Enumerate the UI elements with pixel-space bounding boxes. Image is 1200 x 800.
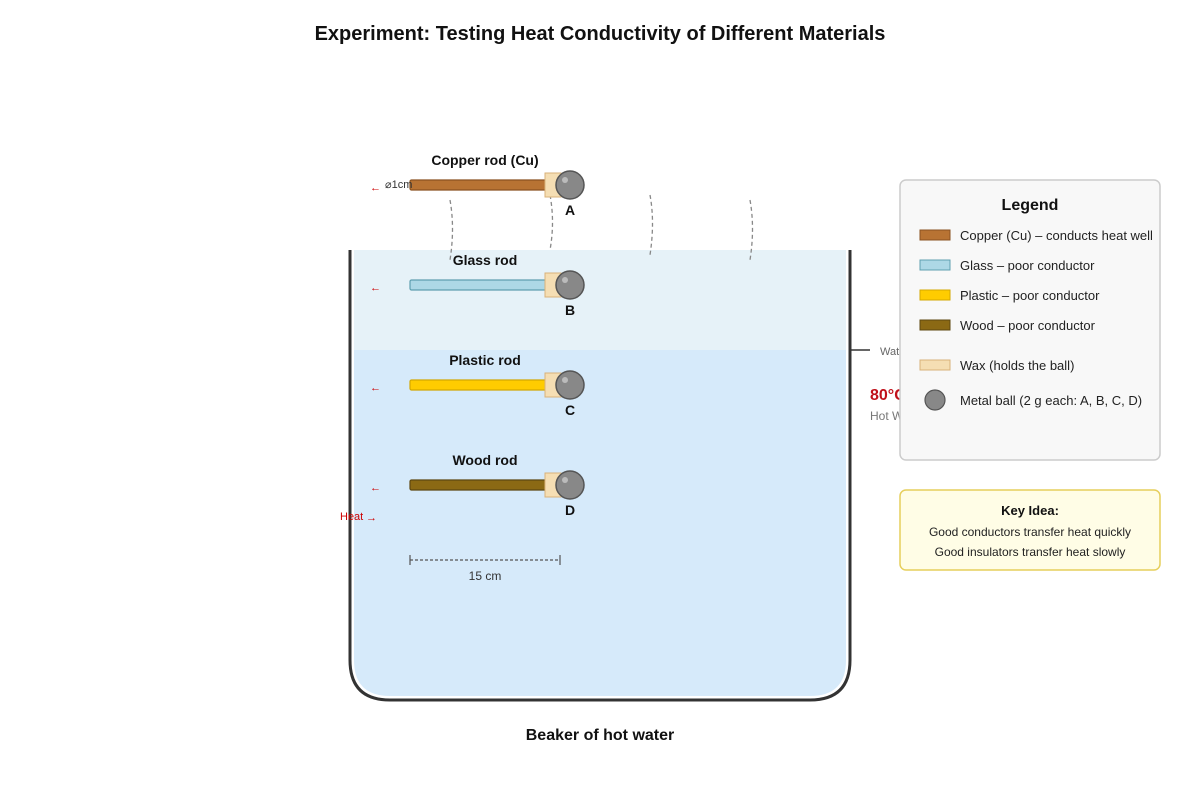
water-body [354, 350, 846, 696]
metal-ball [555, 470, 585, 500]
temperature-sub: Hot W [870, 409, 904, 423]
length-scale-label: 15 cm [469, 569, 502, 583]
heat-label: Heat [340, 511, 363, 523]
key-idea-box [899, 489, 1161, 571]
steam-line [749, 199, 754, 261]
steam-line [549, 194, 554, 251]
rod-label: Plastic rod [449, 352, 521, 368]
rod-label: Wood rod [452, 452, 517, 468]
rod-glass [409, 279, 551, 291]
water-upper [354, 250, 846, 350]
ball-highlight [562, 277, 568, 283]
beaker-outline [348, 250, 852, 702]
legend-box [899, 179, 1161, 461]
ball-highlight [562, 177, 568, 183]
water-level-label: Wat [880, 346, 899, 358]
legend-swatch-copper [919, 229, 951, 241]
key-idea-line1: Good conductors transfer heat quickly [929, 525, 1131, 539]
diameter-label: ⌀1cm [385, 179, 412, 191]
temperature-value: 80°C [870, 387, 906, 404]
legend-swatch-plastic [919, 289, 951, 301]
heat-arrow: → [366, 512, 377, 524]
legend-item: Glass – poor conductor [919, 258, 1095, 273]
rod-label: Copper rod (Cu) [431, 152, 538, 168]
legend-item: Metal ball (2 g each: A, B, C, D) [924, 389, 1142, 411]
heat-direction-arrow: ← [370, 482, 381, 494]
page-title: Experiment: Testing Heat Conductivity of… [315, 23, 886, 45]
rod-assembly-a: Copper rod (Cu) A ← [370, 152, 585, 218]
legend-swatch-wax [919, 359, 951, 371]
rod-plastic [409, 379, 551, 391]
legend-swatch-ball [924, 389, 946, 411]
legend-swatch-wood [919, 319, 951, 331]
key-idea-line2: Good insulators transfer heat slowly [935, 545, 1126, 559]
beaker-caption: Beaker of hot water [526, 727, 674, 744]
ball-letter: A [565, 202, 575, 218]
legend-item: Wood – poor conductor [919, 318, 1096, 333]
steam-line [449, 199, 454, 261]
ball-letter: B [565, 302, 575, 318]
legend-title: Legend [1002, 197, 1059, 214]
legend-swatch-glass [919, 259, 951, 271]
heat-direction-arrow: ← [370, 182, 381, 194]
ball-letter: C [565, 402, 575, 418]
rod-label: Glass rod [453, 252, 518, 268]
ball-highlight [562, 477, 568, 483]
legend-label: Wood – poor conductor [960, 318, 1096, 333]
legend-label: Glass – poor conductor [960, 258, 1095, 273]
rod-copper [409, 179, 551, 191]
key-idea-title: Key Idea: [1001, 503, 1059, 518]
metal-ball [555, 170, 585, 200]
rod-wood [409, 479, 551, 491]
legend-label: Copper (Cu) – conducts heat well [960, 228, 1153, 243]
ball-highlight [562, 377, 568, 383]
legend-item: Copper (Cu) – conducts heat well [919, 228, 1153, 243]
legend-label: Plastic – poor conductor [960, 288, 1100, 303]
heat-direction-arrow: ← [370, 282, 381, 294]
metal-ball [555, 370, 585, 400]
ball-letter: D [565, 502, 575, 518]
legend-item: Wax (holds the ball) [919, 358, 1074, 373]
heat-direction-arrow: ← [370, 382, 381, 394]
legend-item: Plastic – poor conductor [919, 288, 1100, 303]
legend-label: Metal ball (2 g each: A, B, C, D) [960, 393, 1142, 408]
legend-label: Wax (holds the ball) [960, 358, 1074, 373]
metal-ball [555, 270, 585, 300]
steam-line [649, 194, 654, 256]
